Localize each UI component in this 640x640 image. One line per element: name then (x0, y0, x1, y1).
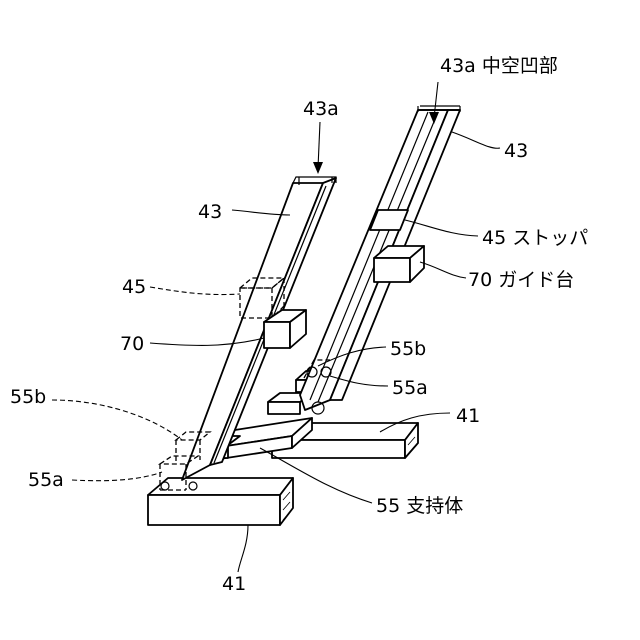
left-base-block (148, 478, 293, 525)
label-pin-b-left: 55b (10, 386, 46, 408)
label-rail-right: 43 (504, 140, 528, 162)
label-stopper-left: 45 (122, 276, 146, 298)
label-hollow-recess-left: 43a (303, 98, 339, 120)
label-pin-b-right: 55b (390, 338, 426, 360)
label-guide-right: 70 ガイド台 (468, 269, 574, 291)
right-guide-platform (374, 246, 424, 282)
arrow-hollow-recess-left (313, 122, 323, 174)
label-support: 55 支持体 (376, 495, 463, 517)
label-hollow-recess-right: 43a 中空凹部 (440, 55, 558, 77)
label-stopper-right: 45 ストッパ (482, 227, 588, 249)
label-pin-a-left: 55a (28, 469, 64, 491)
label-guide-left: 70 (120, 333, 144, 355)
label-rail-left: 43 (198, 201, 222, 223)
label-base-right: 41 (456, 405, 480, 427)
label-base-left: 41 (222, 573, 246, 595)
label-pin-a-right: 55a (392, 377, 428, 399)
